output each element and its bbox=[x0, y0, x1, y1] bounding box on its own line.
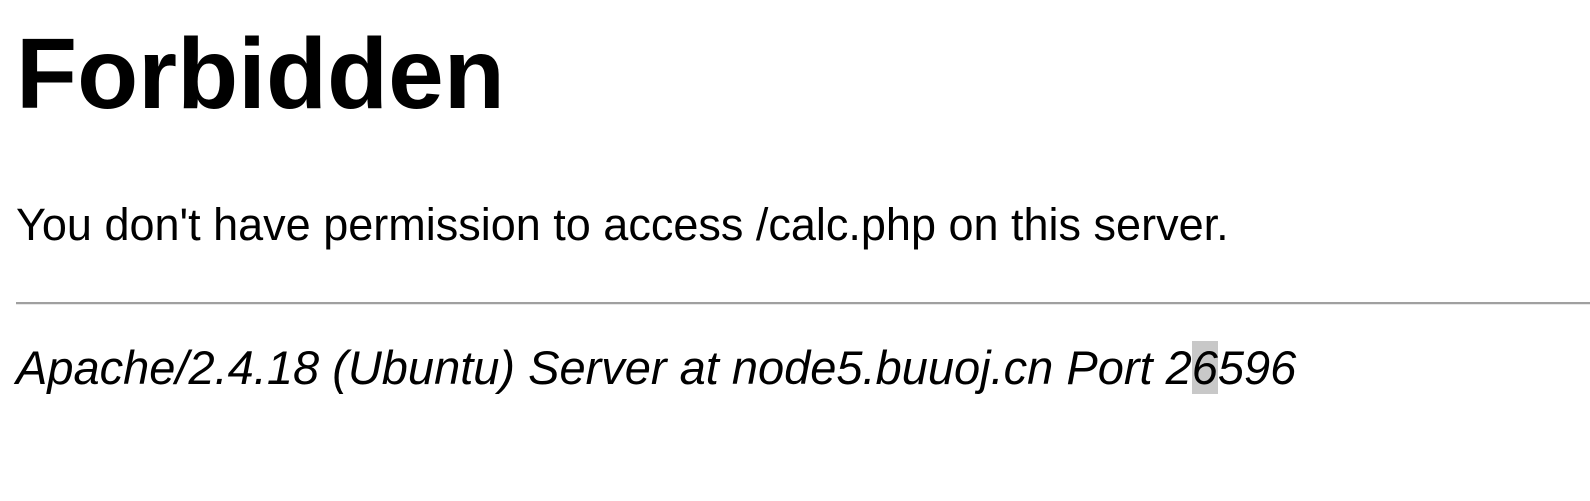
server-signature-text: Apache/2.4.18 (Ubuntu) Server at node5.b… bbox=[16, 341, 1192, 394]
error-message: You don't have permission to access /cal… bbox=[16, 199, 1229, 250]
selected-text: 6 bbox=[1191, 341, 1218, 394]
page-title: Forbidden bbox=[16, 18, 505, 130]
server-signature: Apache/2.4.18 (Ubuntu) Server at node5.b… bbox=[16, 340, 1296, 396]
divider bbox=[16, 302, 1590, 305]
server-signature-port-rest: 596 bbox=[1217, 341, 1297, 394]
